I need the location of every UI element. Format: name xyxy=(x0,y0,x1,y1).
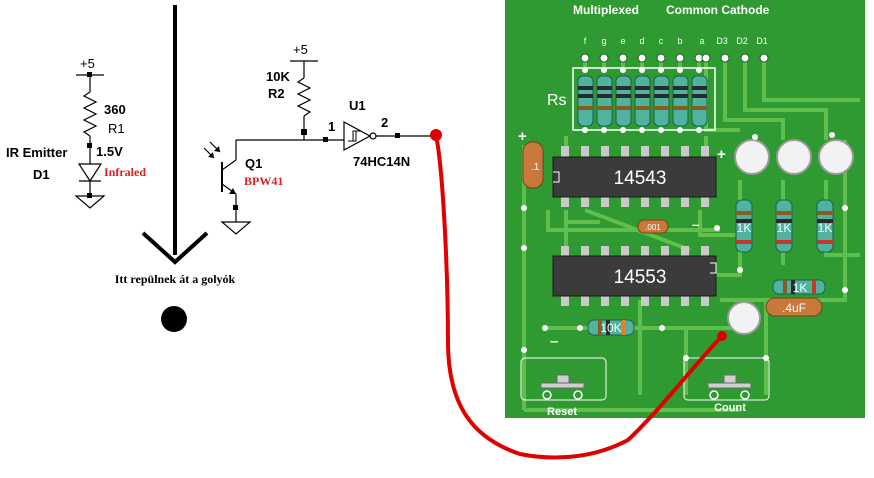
d1-led-symbol xyxy=(77,163,103,183)
ic-14553: 14553 xyxy=(552,246,717,306)
red-signal-wire xyxy=(434,133,724,460)
r2-name: R2 xyxy=(268,86,285,101)
count-label: Count xyxy=(714,402,746,414)
r-1k-d-label: 1K xyxy=(793,281,808,295)
r2-resistor xyxy=(296,77,312,117)
misc-pads xyxy=(521,132,848,361)
cap-0.4uf-label: .4uF xyxy=(782,301,806,315)
cap-0.1 xyxy=(522,141,544,189)
board-plus-left: + xyxy=(518,128,527,145)
detector-ground-icon xyxy=(220,221,252,235)
cap-0.4uf xyxy=(765,297,823,317)
q1-part: BPW41 xyxy=(244,174,283,188)
seg-label-a: a xyxy=(699,36,704,46)
board-title-right: Common Cathode xyxy=(666,3,770,17)
seg-label-d1: D1 xyxy=(756,36,768,46)
resistors-1k: 1K 1K 1K 1K xyxy=(735,199,834,295)
ball xyxy=(161,306,187,332)
r-1k-c-label: 1K xyxy=(818,221,833,235)
detector-circuit: +5 10K R2 1 Q1 BPW41 U1 2 xyxy=(203,42,432,235)
r1-name: R1 xyxy=(108,121,125,136)
rs-resistor-array xyxy=(577,67,708,133)
photo-input-disc xyxy=(727,301,761,335)
reset-label: Reset xyxy=(547,406,577,418)
u1-name: U1 xyxy=(349,98,366,113)
seg-label-d2: D2 xyxy=(736,36,748,46)
emitter-circuit: +5 360 R1 IR Emitter 1.5V Infraled D1 xyxy=(6,56,146,209)
cap-0.001-label: .001 xyxy=(645,223,661,232)
u1-pin-in: 1 xyxy=(328,119,335,134)
u1-part: 74HC14N xyxy=(353,154,410,169)
cap-0.1-label: .1 xyxy=(531,162,540,173)
segment-labels: f g e d c b a D3 D2 D1 xyxy=(584,36,768,46)
u1-inverter-symbol xyxy=(343,120,372,152)
emitter-label: IR Emitter xyxy=(6,145,67,160)
rs-label: Rs xyxy=(547,92,567,109)
r1-value: 360 xyxy=(104,102,126,117)
q1-name: Q1 xyxy=(245,156,262,171)
pcb-traces xyxy=(522,60,860,412)
board-plus-right: + xyxy=(717,146,726,163)
reset-switch xyxy=(520,357,607,401)
seg-label-f: f xyxy=(584,36,587,46)
red-wire-end xyxy=(717,331,727,341)
r1-resistor xyxy=(82,91,98,137)
pcb-board: Multiplexed Common Cathode f g e d c b a… xyxy=(505,0,865,418)
ic-14543: 14543 xyxy=(552,146,717,207)
ic-14543-label: 14543 xyxy=(614,168,667,189)
header-pads xyxy=(580,53,769,63)
seg-label-d3: D3 xyxy=(716,36,728,46)
r-1k-a-label: 1K xyxy=(737,221,752,235)
u1-pin-out: 2 xyxy=(381,115,388,130)
seg-label-c: c xyxy=(659,36,664,46)
board-minus-left: – xyxy=(550,333,558,350)
seg-label-b: b xyxy=(677,36,682,46)
emitter-vcc-label: +5 xyxy=(80,56,95,71)
d1-name: D1 xyxy=(33,167,50,182)
seg-label-g: g xyxy=(601,36,606,46)
red-wire-start xyxy=(430,129,442,141)
ic-14553-label: 14553 xyxy=(614,267,667,288)
r-10k-label: 10K xyxy=(600,321,621,335)
board-title-left: Multiplexed xyxy=(573,3,639,17)
seg-label-e: e xyxy=(620,36,625,46)
cap-0.001 xyxy=(637,219,669,234)
r2-value: 10K xyxy=(266,69,290,84)
led-type-label: Infraled xyxy=(104,165,146,179)
digit-transistors xyxy=(727,139,854,335)
ball-caption: Itt repülnek át a golyók xyxy=(115,272,236,286)
r-1k-b-label: 1K xyxy=(777,221,792,235)
board-minus-right: – xyxy=(692,217,699,232)
seg-label-d: d xyxy=(639,36,644,46)
ball-path-arrow xyxy=(141,5,209,265)
detector-vcc-label: +5 xyxy=(293,42,308,57)
emitter-voltage: 1.5V xyxy=(96,144,123,159)
